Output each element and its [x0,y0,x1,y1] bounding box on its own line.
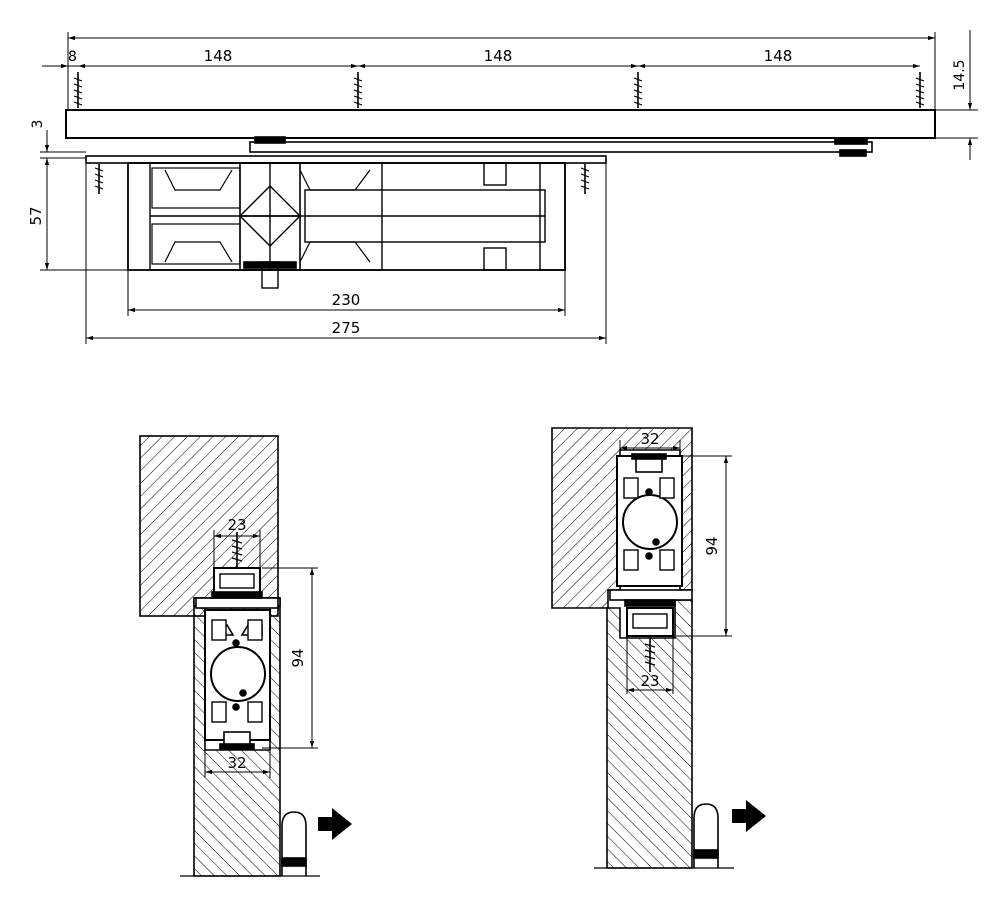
direction-arrow-icon [732,800,766,832]
screw-icon [915,72,925,108]
screw-icon [353,72,363,108]
dim-right-height: 94 [703,536,721,555]
mounting-plate [85,155,607,164]
dim-body-length: 230 [332,291,361,309]
dim-left-height: 94 [289,648,307,667]
dim-left-top-width: 23 [227,516,246,534]
dim-track-height: 14.5 [952,59,968,90]
dim-left-bottom-width: 32 [227,754,246,772]
right-section-view [551,427,766,869]
screw-icon [94,164,104,194]
screw-icon [633,72,643,108]
dim-spacing-2: 148 [484,47,513,65]
direction-arrow-icon [318,808,352,840]
dim-edge-offset: 8 [68,49,77,65]
door-stop [281,811,307,876]
slide-arm [249,141,873,153]
dim-spacing-1: 148 [204,47,233,65]
top-view [40,30,978,344]
door-stop [693,803,719,868]
closer-body [127,162,566,289]
dim-gap: 3 [30,120,46,129]
dim-spacing-3: 148 [764,47,793,65]
closer-unit [616,453,683,587]
left-section-view [139,435,352,877]
dim-plate-length: 275 [332,319,361,337]
screw-icon [73,72,83,108]
screw-icon [644,636,656,672]
screw-icon [580,164,590,194]
dim-right-bottom-width: 23 [640,672,659,690]
closer-unit [204,609,271,750]
track-rail [65,109,936,139]
dim-right-top-width: 32 [640,430,659,448]
dim-body-height: 57 [27,206,45,225]
